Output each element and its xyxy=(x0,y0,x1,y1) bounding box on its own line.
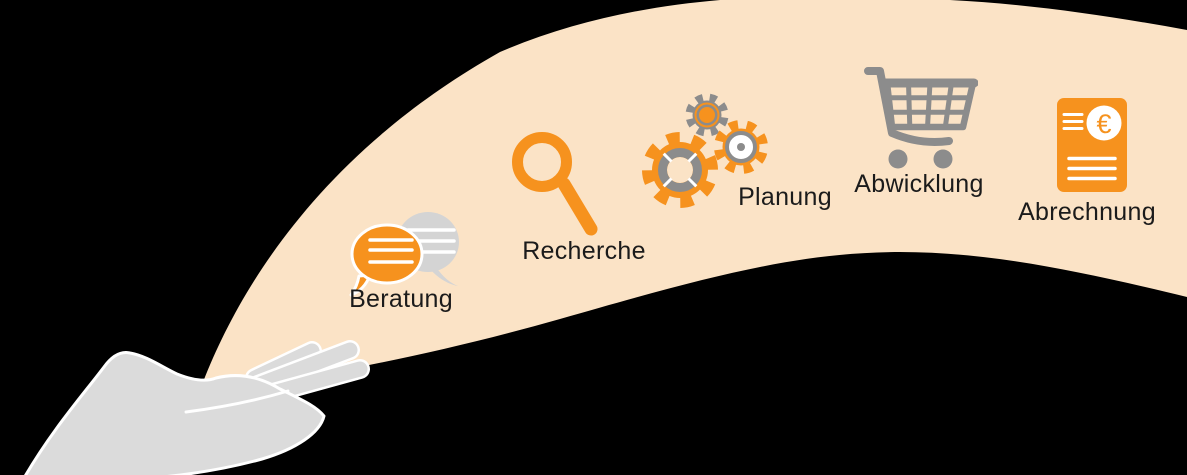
front-bubble xyxy=(349,223,424,297)
gears-icon xyxy=(642,93,768,208)
step-label-beratung: Beratung xyxy=(349,285,453,313)
large-gear xyxy=(642,132,718,208)
cart-wheel xyxy=(933,149,953,169)
invoice-icon: € xyxy=(1057,98,1127,192)
step-label-recherche: Recherche xyxy=(522,237,646,265)
small-gear xyxy=(685,93,729,137)
magnifier-icon xyxy=(512,132,598,236)
step-label-abwicklung: Abwicklung xyxy=(854,170,984,198)
euro-icon: € xyxy=(1096,109,1111,139)
speech-bubbles-icon xyxy=(349,212,459,297)
shopping-cart-icon xyxy=(864,67,978,169)
step-label-abrechnung: Abrechnung xyxy=(1018,198,1156,226)
presenting-hand-icon xyxy=(24,340,370,475)
euro-circle xyxy=(1086,105,1122,141)
step-label-planung: Planung xyxy=(738,183,832,211)
medium-gear xyxy=(714,120,768,174)
cart-wheel xyxy=(888,149,908,169)
palm-shape xyxy=(24,351,326,475)
